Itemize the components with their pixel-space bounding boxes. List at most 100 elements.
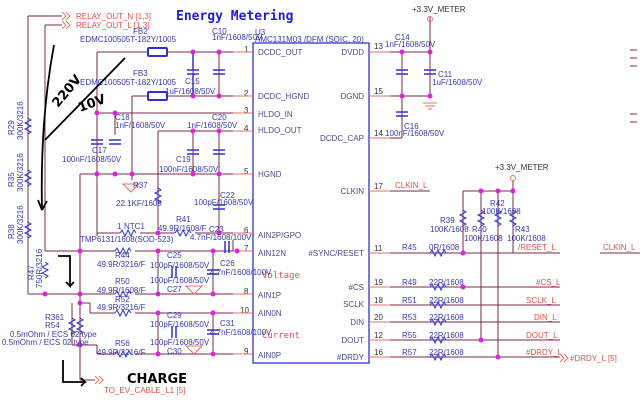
u3-ref: U3	[255, 28, 266, 37]
r52-value: 49.9R/3216/F	[97, 303, 146, 312]
pin-num-5: 5	[244, 167, 249, 176]
pin-dcdc-hgnd: DCDC_HGND	[258, 92, 309, 101]
net-dout[interactable]: DOUT_L	[526, 331, 558, 340]
svg-text:R52: R52	[115, 295, 130, 304]
pin-num-19: 19	[374, 278, 383, 287]
pin-num-9: 9	[244, 347, 249, 356]
u3-chip-body	[252, 42, 370, 364]
svg-text:C29: C29	[167, 311, 182, 320]
c15-value: 1uF/1608/50V	[165, 87, 216, 96]
net-sclk[interactable]: SCLK_L	[526, 296, 556, 305]
svg-text:C17: C17	[92, 146, 107, 155]
svg-text:300K/3216: 300K/3216	[16, 101, 25, 140]
r40-value: 100K/1608	[464, 234, 503, 243]
svg-text:R42: R42	[490, 199, 505, 208]
pin-dcdc-out: DCDC_OUT	[258, 48, 303, 57]
fb3-ref: FB3	[133, 69, 148, 78]
svg-text:C15: C15	[185, 77, 200, 86]
svg-text:C14: C14	[395, 33, 410, 42]
sheet-title: Energy Metering	[176, 9, 293, 24]
svg-text:R45: R45	[402, 243, 417, 252]
svg-text:R44: R44	[115, 251, 130, 260]
svg-text:C22: C22	[220, 191, 235, 200]
c26-value: 4.7nF/1608/100V	[210, 268, 272, 277]
svg-text:R53: R53	[402, 313, 417, 322]
pin-num-14: 14	[374, 129, 383, 138]
pin-num-3: 3	[244, 106, 249, 115]
c16-value: 100nF/1608/50V	[385, 129, 445, 138]
ntc-value: TMP6131/1608(SOD-523)	[80, 235, 174, 244]
net-reset[interactable]: /RESET_L	[518, 243, 556, 252]
net-drdy[interactable]: #DRDY_L	[526, 348, 563, 357]
voltage-label: Voltage	[262, 271, 300, 281]
svg-text:C11: C11	[438, 70, 453, 79]
svg-text:C30: C30	[167, 347, 182, 356]
svg-text:R361: R361	[45, 313, 65, 322]
r55-value: 22R/1608	[429, 331, 464, 340]
c19-value: 100nF/1608/50V	[159, 165, 219, 174]
c27-value: 100pF/1608/50V	[150, 276, 210, 285]
c11-value: 1uF/1608/50V	[432, 78, 483, 87]
pin-num-17: 17	[374, 182, 383, 191]
svg-text:R54: R54	[45, 321, 60, 330]
ground-symbols	[121, 102, 437, 355]
pin-num-12: 12	[374, 331, 383, 340]
ntc-ref: NTC1	[124, 222, 145, 231]
svg-text:R40: R40	[472, 225, 487, 234]
svg-text:300K/3216: 300K/3216	[16, 205, 25, 244]
pin-ain12n: AIN12N	[258, 249, 286, 258]
svg-text:750R/3216: 750R/3216	[35, 248, 44, 288]
c20-value: 1nF/1608/50V	[187, 121, 238, 130]
svg-text:R38: R38	[7, 224, 16, 239]
svg-text:R55: R55	[402, 331, 417, 340]
pin-num-18: 18	[374, 296, 383, 305]
pin-num-13: 13	[374, 42, 383, 51]
r45-value: 0R/1608	[429, 243, 460, 252]
pin-ain0p: AIN0P	[258, 351, 281, 360]
net-relay-out-n[interactable]: RELAY_OUT_N [1,3]	[76, 12, 151, 21]
svg-text:C26: C26	[220, 259, 235, 268]
pin-num-8: 8	[244, 287, 249, 296]
net-to-ev-cable[interactable]: TO_EV_CABLE_L1 [5]	[104, 386, 185, 395]
svg-text:R29: R29	[7, 120, 16, 135]
ferrite-bead-fb3	[147, 91, 168, 101]
power-port-icon-2	[510, 175, 516, 181]
pin-sync-reset: #SYNC/RESET	[308, 249, 364, 258]
r42-value: 100K/1608	[482, 207, 521, 216]
net-din[interactable]: DIN_L	[534, 313, 557, 322]
power-rail-label-2: +3.3V_METER	[495, 163, 549, 172]
svg-text:R57: R57	[402, 348, 417, 357]
net-cs[interactable]: #CS_L	[536, 278, 561, 287]
r49-value: 22R/1608	[429, 278, 464, 287]
port-arrow-drdy-icon	[559, 353, 569, 363]
svg-text:R37: R37	[133, 181, 148, 190]
r41-value: 49.9R/1608/F	[158, 224, 207, 233]
r361-value: 0.5mOhm / ECS 02 type	[10, 330, 97, 339]
ferrite-bead-fb2	[147, 47, 168, 57]
svg-text:C16: C16	[404, 122, 419, 131]
pin-num-2: 2	[244, 89, 249, 98]
pin-hldo-out: HLDO_OUT	[258, 126, 302, 135]
r56-value: 49.9R/3216/F	[97, 348, 146, 357]
svg-text:C31: C31	[220, 319, 235, 328]
c25-value: 100pF/1608/50V	[150, 261, 210, 270]
svg-text:R56: R56	[115, 339, 130, 348]
fb3-value: EDMC100505T-182Y/1005	[80, 78, 177, 87]
annotation-10v: 10V	[76, 92, 108, 116]
c23-value: 4.7nF/1608/100V	[190, 233, 252, 242]
net-clkin-right[interactable]: CLKIN_L	[603, 243, 636, 252]
net-drdy-port[interactable]: #DRDY_L [5]	[570, 354, 617, 363]
svg-text:C18: C18	[115, 113, 130, 122]
pin-dout: DOUT	[341, 336, 364, 345]
pin-ain0n: AIN0N	[258, 309, 282, 318]
r44-value: 49.9R/3216/F	[97, 260, 146, 269]
pin-num-11: 11	[374, 244, 383, 253]
svg-text:C27: C27	[167, 285, 182, 294]
net-clkin[interactable]: CLKIN_L	[395, 181, 428, 190]
svg-text:R35: R35	[7, 172, 16, 187]
net-relay-out-l[interactable]: RELAY_OUT_L [1,3]	[76, 21, 149, 30]
pin-num-10: 10	[240, 306, 249, 315]
svg-text:C25: C25	[167, 251, 182, 260]
pin-num-15: 15	[374, 87, 383, 96]
svg-text:R41: R41	[176, 215, 191, 224]
